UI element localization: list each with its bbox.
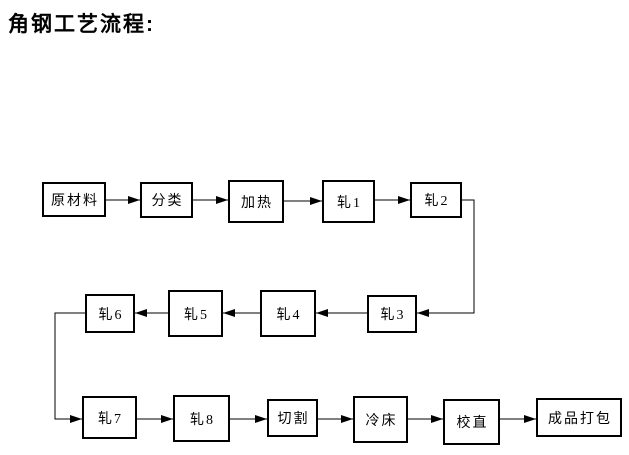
node-roll-1: 轧1	[322, 180, 375, 223]
node-roll-5: 轧5	[168, 290, 223, 337]
edge-roll6-roll7-elbow	[54, 312, 85, 423]
node-roll-2: 轧2	[410, 182, 462, 218]
node-cutting: 切割	[267, 399, 318, 437]
node-cooling-bed: 冷床	[353, 396, 408, 443]
node-roll-7: 轧7	[82, 396, 137, 439]
node-raw-material: 原材料	[42, 182, 106, 217]
node-heating: 加热	[228, 180, 284, 223]
page-title: 角钢工艺流程:	[8, 13, 155, 36]
node-roll-3: 轧3	[367, 295, 417, 333]
node-packing: 成品打包	[536, 398, 622, 437]
node-sorting: 分类	[140, 182, 193, 218]
node-roll-8: 轧8	[173, 395, 230, 442]
node-roll-6: 轧6	[85, 294, 135, 333]
node-roll-4: 轧4	[260, 290, 316, 337]
node-straightening: 校直	[443, 399, 500, 445]
edge-roll2-roll3-elbow	[417, 199, 475, 317]
